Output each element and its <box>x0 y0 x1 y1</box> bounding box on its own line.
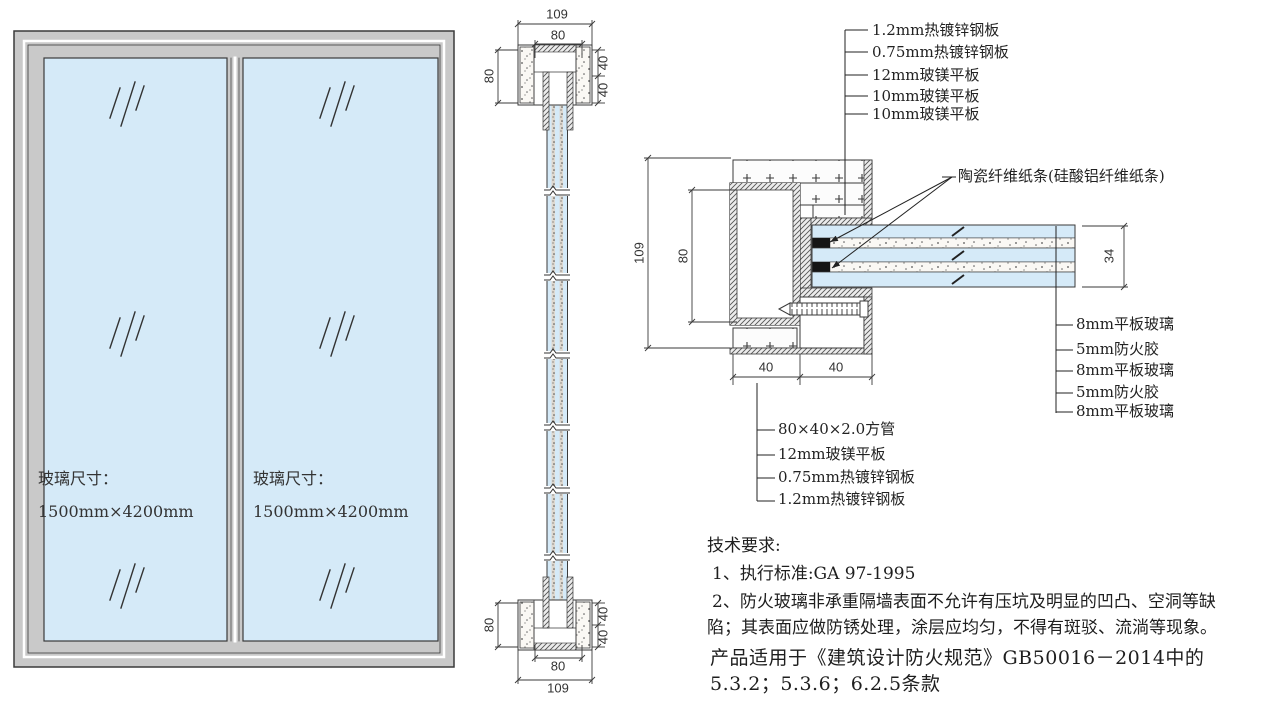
dim-detail-40b: 40 <box>828 359 844 375</box>
callout-glass-8mm-b: 8mm平板玻璃 <box>1076 361 1174 379</box>
callout-board-12mm-bottom: 12mm玻镁平板 <box>778 445 886 463</box>
ceramic-strip-1 <box>812 238 830 248</box>
dim-top-left-80: 80 <box>481 68 497 84</box>
notes-item-1: 1、执行标准:GA 97-1995 <box>712 564 916 584</box>
dim-top-80: 80 <box>550 27 566 43</box>
dim-detail-109: 109 <box>631 242 647 264</box>
section-bottom-assembly <box>517 576 593 651</box>
frame-profile-line <box>27 44 441 654</box>
callout-steel-1-2mm: 1.2mm热镀锌钢板 <box>872 21 1000 39</box>
callout-leaders <box>756 29 1073 502</box>
callout-steel-0-75mm: 0.75mm热镀锌钢板 <box>872 43 1009 61</box>
dim-detail-40a: 40 <box>758 359 774 375</box>
right-skin-lower <box>863 296 873 355</box>
bottom-skin <box>729 347 873 355</box>
callout-square-tube: 80×40×2.0方管 <box>778 420 896 438</box>
panel2-size-title: 玻璃尺寸： <box>253 469 334 488</box>
glass-panel-2 <box>242 57 439 642</box>
elevation-view <box>13 30 455 668</box>
break-marks <box>544 185 571 561</box>
notes-title: 技术要求: <box>707 536 781 556</box>
section-top-dimensions <box>494 20 605 107</box>
panel1-size-value: 1500mm×4200mm <box>38 502 194 521</box>
board-10mm-a <box>799 182 873 206</box>
section-bottom-dimensions <box>494 599 605 684</box>
callout-board-10mm-b: 10mm玻镁平板 <box>872 105 980 123</box>
notes-applicable-line2: 5.3.2；5.3.6；6.2.5条款 <box>710 673 941 695</box>
panel2-size-value: 1500mm×4200mm <box>253 502 409 521</box>
dim-top-right-40a: 40 <box>595 55 611 71</box>
callout-glass-8mm-a: 8mm平板玻璃 <box>1076 315 1174 333</box>
notes-applicable-line1: 产品适用于《建筑设计防火规范》GB50016－2014中的 <box>710 647 1205 669</box>
callout-steel-0-75mm-bottom: 0.75mm热镀锌钢板 <box>778 468 915 486</box>
callout-steel-1-2mm-bottom: 1.2mm热镀锌钢板 <box>778 490 906 508</box>
detail-dimensions <box>644 154 1128 385</box>
screw <box>777 300 869 318</box>
square-tube <box>729 182 801 326</box>
dim-bottom-left-80: 80 <box>481 617 497 633</box>
dim-detail-80: 80 <box>675 248 691 264</box>
fire-glass-sandwich <box>811 224 1076 288</box>
callout-glass-8mm-c: 8mm平板玻璃 <box>1076 402 1174 420</box>
panel1-size-title: 玻璃尺寸： <box>38 469 119 488</box>
dim-top-right-40b: 40 <box>595 82 611 98</box>
board-10mm-b <box>812 204 873 219</box>
vertical-section-view <box>494 20 605 684</box>
callout-board-12mm: 12mm玻镁平板 <box>872 66 980 84</box>
dim-bottom-right-40b: 40 <box>595 629 611 645</box>
board-12mm <box>732 159 873 184</box>
notes-item-2-line1: 2、防火玻璃非承重隔墙表面不允许有压坑及明显的凹凸、空洞等缺 <box>712 592 1216 612</box>
dim-bottom-right-40a: 40 <box>595 606 611 622</box>
dim-bottom-109: 109 <box>547 680 569 696</box>
callout-glue-5mm-b: 5mm防火胶 <box>1076 383 1159 401</box>
frame-profile-highlight <box>22 39 446 659</box>
dim-top-109: 109 <box>546 6 568 22</box>
right-skin-upper <box>863 159 873 219</box>
section-top-assembly <box>517 44 593 131</box>
channel-bottom-wall <box>799 287 873 298</box>
channel-left-wall <box>799 217 812 298</box>
glass-symbol-marks <box>109 81 355 609</box>
bottom-board <box>732 327 798 349</box>
callout-glue-5mm-a: 5mm防火胶 <box>1076 340 1159 358</box>
notes-item-2-line2: 陷；其表面应做防锈处理，涂层应均匀，不得有斑驳、流淌等现象。 <box>707 618 1217 638</box>
ceramic-strip-2 <box>812 262 830 272</box>
detail-section-view <box>644 29 1128 502</box>
dim-detail-34: 34 <box>1101 248 1117 264</box>
dim-bottom-80: 80 <box>550 658 566 674</box>
glass-panel-1 <box>43 57 228 642</box>
callout-ceramic-fiber: 陶瓷纤维纸条(硅酸铝纤维纸条) <box>958 167 1165 185</box>
callout-board-10mm-a: 10mm玻镁平板 <box>872 87 980 105</box>
